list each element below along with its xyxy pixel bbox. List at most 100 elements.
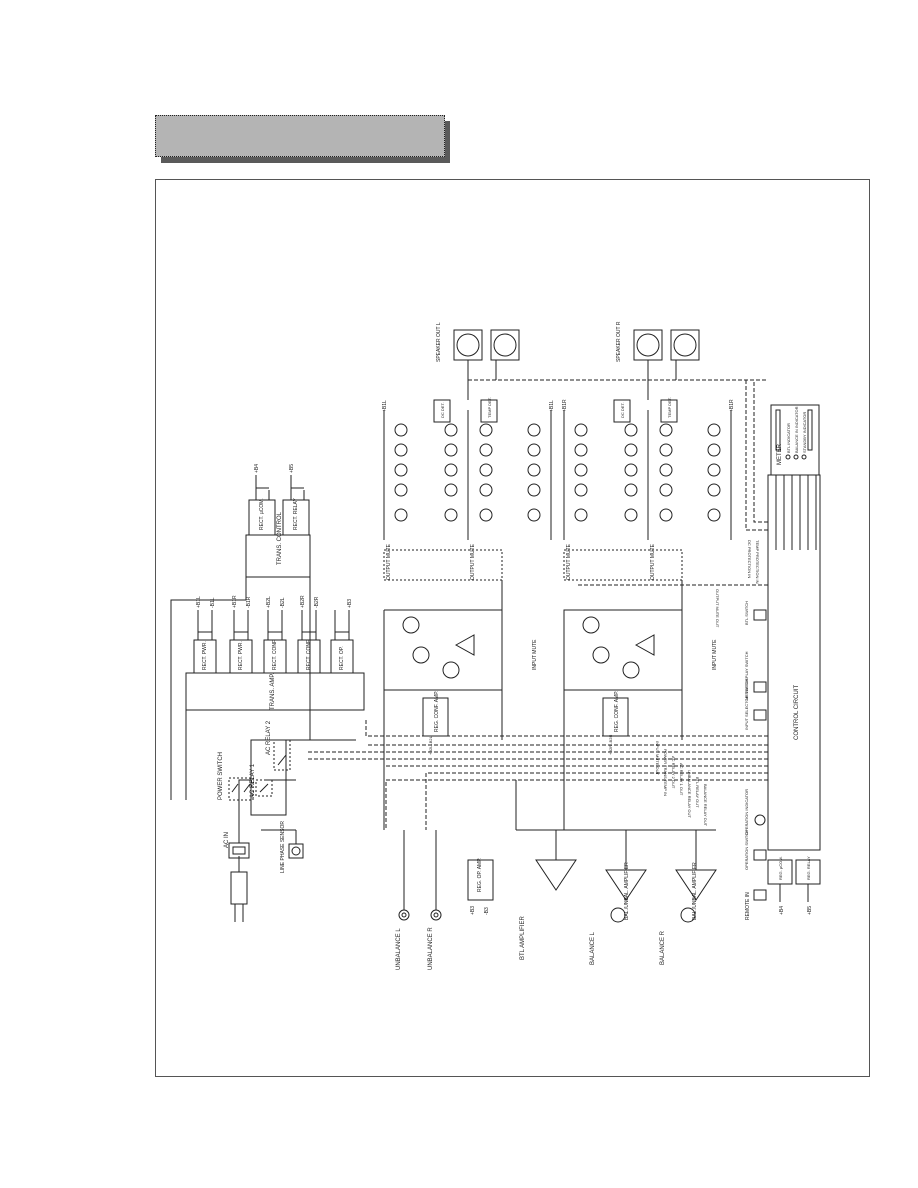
rail-plus-b2r: +B2R (300, 595, 306, 608)
rail-minus-b1l: -B1L (210, 597, 216, 608)
rect-conf-1-label: RECT. CONF. (272, 639, 278, 670)
remote-in-jack-icon (753, 889, 767, 901)
unbalance-r-label: UNBALANCE R (428, 927, 434, 970)
rect-ucom-block (248, 499, 276, 536)
line-phase-sensor (261, 829, 304, 859)
reg-b5-label: +B5 (807, 906, 813, 915)
remote-in-label: REMOTE IN (745, 892, 751, 920)
control-switches (753, 609, 767, 861)
operation-switch-label: OPERATION SWITCH (744, 830, 749, 870)
rect-conf-2-label: RECT. CONF. (306, 639, 312, 670)
signal-output-mute: OUTPUT MUTE OUT (715, 589, 720, 628)
reg-conf-b2l-label: +B2L -B2L (428, 735, 433, 755)
temp-det-l-label: TEMP DET. (487, 397, 492, 418)
ac-relay-1 (255, 779, 273, 797)
balance-indicator-label: BALANCE IN INDICATOR (794, 406, 799, 453)
operation-indicator-label: OPERATION INDICATOR (744, 789, 749, 835)
btl-indicator-label: BTL INDICATOR (786, 423, 791, 453)
trans-control-block (245, 534, 311, 578)
bal-unbal-amp-l-label: BAL./UNBAL. AMPLIFIER (624, 862, 630, 920)
rect-ucom-label: RECT. µCOM. (259, 498, 265, 530)
ac-inlet-icon (228, 842, 250, 859)
rect-blocks (193, 639, 354, 674)
meter-display-label: METER DISPLAY SWITCH (744, 651, 749, 700)
rect-op-label: RECT. OP. (339, 646, 345, 670)
reg-op-amp-label: REG. OP. AMP. (477, 858, 483, 892)
output-mute-l1-label: OUTPUT MUTE (386, 543, 392, 580)
diagram-frame: AC IN LINE PHASE SENSOR POWER SWITCH AC … (155, 179, 870, 1077)
balance-l-label: BALANCE L (590, 931, 596, 965)
rail-plus-b1r: +B1R (232, 595, 238, 608)
meter-bus (775, 475, 817, 550)
ac-relay-2 (273, 739, 291, 771)
xlr-r-icon (680, 907, 696, 923)
signal-ac-relay-1: AC RELAY 1 OUT (679, 763, 684, 796)
ac-relay-1-label: AC RELAY 1 (250, 763, 256, 798)
btl-switch-label: BTL SWITCH (744, 601, 749, 625)
meter-bar-icon (775, 409, 813, 451)
reg-conf-b2r-label: +B2R -B2R (608, 735, 613, 755)
output-mute-r1-label: OUTPUT MUTE (566, 543, 572, 580)
btl-op-amp-icon (535, 859, 577, 891)
rect-ucom-rails (255, 475, 305, 500)
input-wiring (515, 780, 716, 870)
block-diagram: AC IN LINE PHASE SENSOR POWER SWITCH AC … (170, 321, 821, 970)
signal-balance-relay: BALANCE RELAY OUT (703, 784, 708, 827)
balance-r-label: BALANCE R (660, 930, 666, 965)
power-switch-icon (228, 777, 254, 801)
unbalance-l-jack-icon (398, 909, 410, 921)
meter-block (770, 404, 820, 476)
reg-conf-amp-l-label: REG. CONF. AMP. (434, 691, 440, 732)
output-mute-r2-label: OUTPUT MUTE (650, 543, 656, 580)
reg-op-b3p: +B3 (470, 906, 476, 915)
rect-pwr-2-label: RECT. PWR. (238, 641, 244, 670)
signal-unbalance-relay: UNBALANCE RELAY OUT (687, 770, 692, 818)
speaker-out-l-label: SPEAKER OUT L (436, 322, 442, 362)
control-signal-lines (306, 380, 768, 830)
rail-r-b1r-plus: +B1R (562, 399, 568, 412)
dc-det-l-label: DC DET. (440, 402, 445, 418)
btl-amplifier-label: BTL AMPLIFIER (520, 916, 526, 960)
indicator-leds (785, 454, 807, 460)
title-banner (155, 115, 445, 157)
signal-dc-protection: DC PROTECTION IN (747, 540, 752, 578)
input-selector-label: INPUT SELECTOR SWITCH (744, 678, 749, 730)
reg-op-b3m: -B3 (484, 907, 490, 915)
trans-control-wiring (170, 577, 311, 740)
unbalance-r-jack-icon (430, 909, 442, 921)
reg-b4-label: +B4 (779, 906, 785, 915)
ac-relay-2-label: AC RELAY 2 (266, 720, 272, 755)
rail-plus-b1l: +B1L (196, 596, 202, 608)
rail-l-b1l-2: +B1L (549, 400, 555, 412)
reg-leads (779, 884, 809, 902)
ac-in-label: AC IN (224, 832, 230, 848)
signal-temp-protection: TEMP PROTECTION IN (755, 540, 760, 584)
supply-rails (197, 610, 350, 640)
channel-interconnect (383, 580, 683, 830)
mains-wiring (238, 739, 356, 843)
channel-l-amplifier (383, 329, 552, 737)
signal-input-mute: INPUT MUTE OUT (655, 741, 660, 775)
rail-b5: +B5 (289, 464, 295, 473)
reg-ucom-label: REG. µCOM. (778, 856, 783, 880)
input-mute-l-label: INPUT MUTE (532, 639, 538, 670)
unbalance-l-label: UNBALANCE L (396, 928, 402, 970)
standby-indicator-label: STANDBY INDICATOR (802, 412, 807, 453)
temp-det-r-label: TEMP DET. (667, 397, 672, 418)
trans-control-label: TRANS. CONTROL (277, 511, 283, 565)
trans-amp-label: TRANS. AMP. (270, 672, 276, 710)
signal-ac-relay-2: AC RELAY 2 OUT (671, 756, 676, 789)
reg-conf-amp-r-label: REG. CONF. AMP. (614, 691, 620, 732)
xlr-l-icon (610, 907, 626, 923)
signal-btl-relay: BTL RELAY OUT (695, 777, 700, 808)
input-mute-r-label: INPUT MUTE (712, 639, 718, 670)
rail-minus-b1r: -B1R (246, 596, 252, 608)
unbalance-wiring (403, 830, 437, 910)
power-switch-label: POWER SWITCH (218, 752, 224, 800)
dc-det-r-label: DC DET. (620, 402, 625, 418)
rect-relay-label: RECT. RELAY (293, 497, 299, 530)
reg-relay-label: REG. RELAY (806, 856, 811, 880)
ac-plug-icon (230, 856, 248, 922)
rail-b4: +B4 (254, 464, 260, 473)
rail-minus-b2l: -B2L (280, 597, 286, 608)
